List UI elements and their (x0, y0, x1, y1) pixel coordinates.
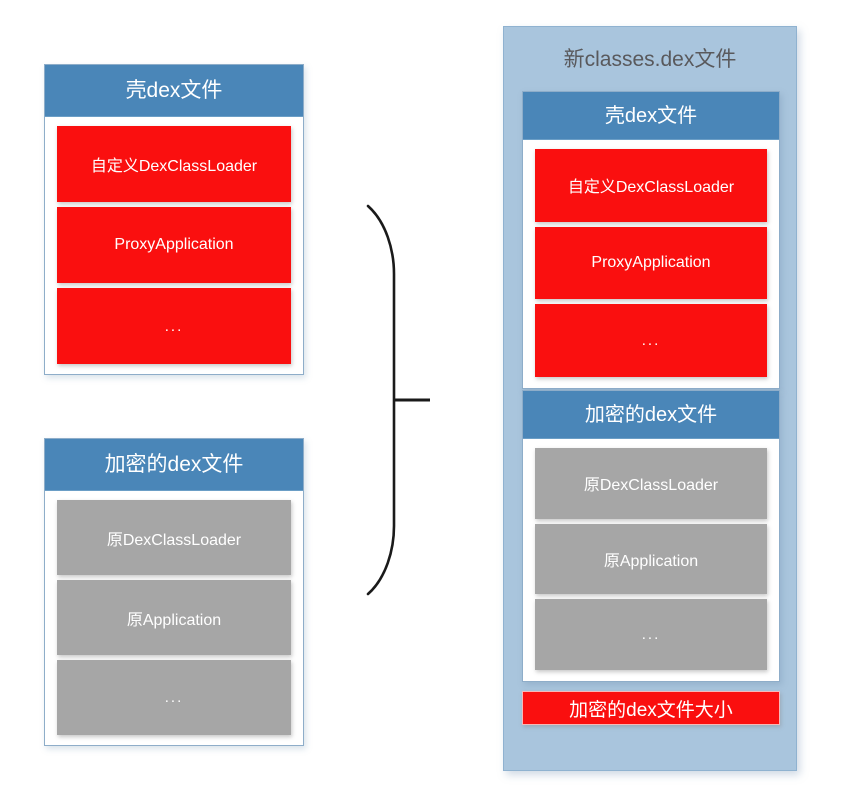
new-classes-dex-title: 新classes.dex文件 (563, 48, 737, 71)
inner-encrypted-dex-card-body: 原DexClassLoader 原Application ... (523, 439, 779, 681)
block-original-dexclassloader: 原DexClassLoader (57, 500, 291, 575)
new-classes-dex-container: 新classes.dex文件 壳dex文件 自定义DexClassLoader … (503, 26, 797, 771)
block-proxyapplication: ProxyApplication (57, 207, 291, 283)
encrypted-dex-size-bar: 加密的dex文件大小 (522, 691, 780, 725)
inner-encrypted-dex-card-header: 加密的dex文件 (523, 391, 779, 439)
block-custom-dexclassloader: 自定义DexClassLoader (535, 149, 767, 222)
block-ellipsis: ... (535, 599, 767, 671)
inner-shell-dex-card-header: 壳dex文件 (523, 92, 779, 140)
inner-shell-dex-card: 壳dex文件 自定义DexClassLoader ProxyApplicatio… (522, 91, 780, 389)
inner-shell-dex-card-body: 自定义DexClassLoader ProxyApplication ... (523, 140, 779, 388)
block-ellipsis: ... (57, 660, 291, 735)
encrypted-dex-card: 加密的dex文件 原DexClassLoader 原Application ..… (44, 438, 304, 746)
encrypted-dex-card-body: 原DexClassLoader 原Application ... (45, 491, 303, 746)
block-custom-dexclassloader: 自定义DexClassLoader (57, 126, 291, 202)
block-original-dexclassloader: 原DexClassLoader (535, 448, 767, 519)
inner-encrypted-dex-card: 加密的dex文件 原DexClassLoader 原Application ..… (522, 390, 780, 682)
block-proxyapplication: ProxyApplication (535, 226, 767, 300)
encrypted-dex-card-header: 加密的dex文件 (45, 439, 303, 491)
block-ellipsis: ... (535, 304, 767, 378)
shell-dex-card-header: 壳dex文件 (45, 65, 303, 117)
shell-dex-card: 壳dex文件 自定义DexClassLoader ProxyApplicatio… (44, 64, 304, 375)
shell-dex-card-body: 自定义DexClassLoader ProxyApplication ... (45, 117, 303, 375)
new-classes-inner-stack: 壳dex文件 自定义DexClassLoader ProxyApplicatio… (522, 91, 780, 725)
merge-brace-icon (366, 204, 430, 596)
block-original-application: 原Application (535, 523, 767, 595)
block-ellipsis: ... (57, 288, 291, 364)
block-original-application: 原Application (57, 580, 291, 655)
